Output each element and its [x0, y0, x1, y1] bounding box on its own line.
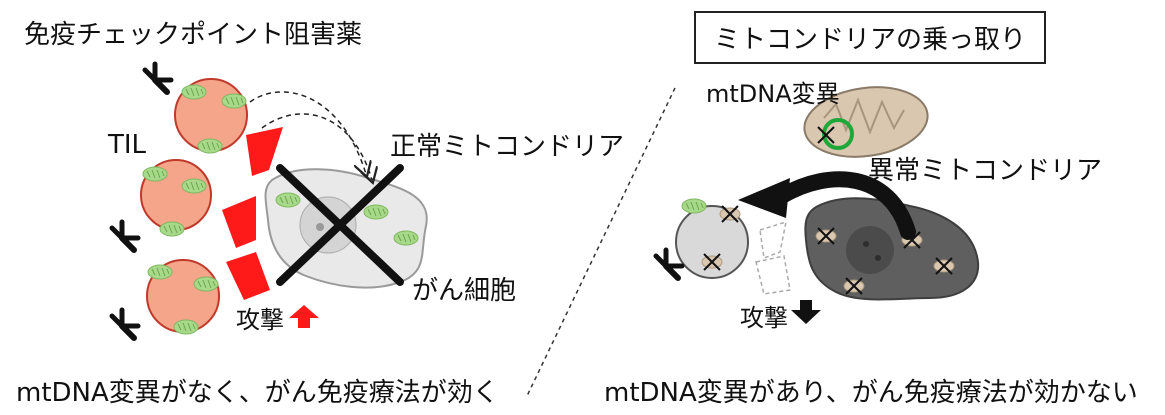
- left-caption: mtDNA変異がなく、がん免疫療法が効く: [16, 378, 499, 408]
- til-cell: [140, 159, 212, 237]
- attack-down-arrow-icon: [791, 300, 821, 324]
- cancer-cell-label: がん細胞: [412, 276, 517, 306]
- right-panel-title: ミトコンドリアの乗っ取り: [694, 11, 1047, 64]
- weak-attack-icon: [755, 220, 791, 295]
- antibody-icon: [145, 64, 171, 92]
- panel-divider: [526, 87, 676, 397]
- til-cell: [174, 78, 248, 154]
- normal-mito-label: 正常ミトコンドリア: [390, 132, 625, 162]
- cancer-killed-x-icon: [276, 164, 404, 286]
- antibody-icon: [112, 222, 138, 250]
- hijack-arrow-icon: [738, 171, 916, 240]
- drug-label: 免疫チェックポイント阻害薬: [24, 20, 363, 50]
- cancer-cell-dark: [804, 197, 980, 301]
- mito-transfer-dashed-arrow: [249, 91, 372, 180]
- abnormal-mito-label: 異常ミトコンドリア: [868, 156, 1103, 186]
- abnormal-mitochondrion-icon: [803, 86, 929, 158]
- attack-label-left: 攻撃: [236, 306, 284, 334]
- attack-up-arrow-icon: [289, 305, 319, 328]
- attack-bolt-icon: [222, 127, 283, 300]
- attack-label-right: 攻撃: [740, 304, 788, 332]
- antibody-icon: [112, 310, 138, 338]
- til-cell-weak: [675, 198, 749, 279]
- til-label: TIL: [108, 130, 147, 160]
- mtdna-mutation-label: mtDNA変異: [706, 80, 840, 108]
- til-cell: [146, 259, 220, 335]
- right-caption: mtDNA変異があり、がん免疫療法が効かない: [604, 378, 1138, 408]
